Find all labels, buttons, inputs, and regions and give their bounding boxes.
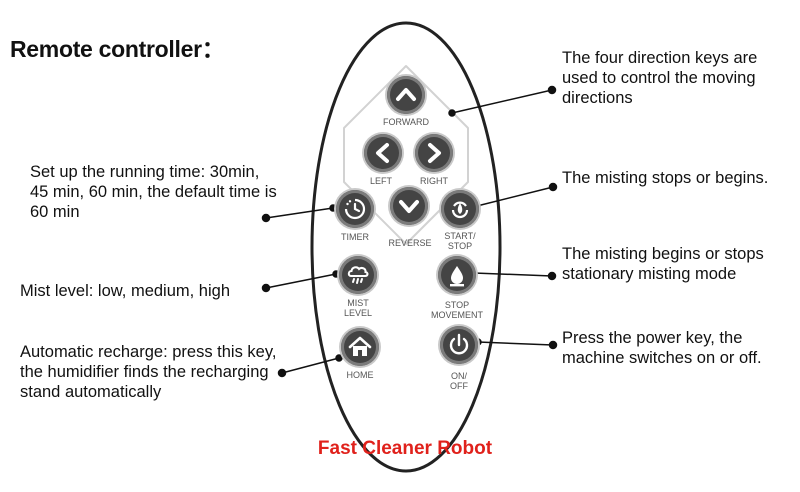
mist-level-note: Mist level: low, medium, high (20, 282, 230, 300)
power-button[interactable] (440, 326, 478, 364)
reverse-label: REVERSE (388, 238, 432, 248)
right-button[interactable] (415, 134, 453, 172)
power-label-line2: OFF (450, 381, 468, 391)
power-icon (449, 333, 469, 355)
power-note: Press the power key, the machine switche… (562, 329, 762, 367)
brand-label: Fast Cleaner Robot (317, 438, 493, 459)
leader-directions (451, 89, 553, 114)
leader-start (476, 186, 554, 207)
start-stop-label-line2: STOP (447, 241, 473, 251)
home-label: HOME (346, 370, 374, 380)
stop-movement-button[interactable] (438, 256, 476, 294)
start-stop-button[interactable] (441, 190, 479, 228)
power-label-line1: ON/ (450, 371, 467, 381)
stop-movement-note: The misting begins or stops stationary m… (562, 245, 764, 283)
right-label: RIGHT (420, 176, 448, 186)
water-drop-icon (450, 266, 464, 287)
timer-label: TIMER (341, 232, 369, 242)
mist-level-label-line1: MIST (347, 298, 369, 308)
forward-label: FORWARD (383, 117, 429, 127)
timer-note: Set up the running time: 30min, 45 min, … (30, 163, 277, 221)
start-stop-note: The misting stops or begins. (562, 169, 769, 187)
stop-movement-label-line1: STOP (444, 300, 470, 310)
power-cycle-icon (451, 201, 469, 219)
cloud-rain-icon (347, 266, 369, 284)
chevron-down-icon (399, 200, 419, 213)
page-title: Remote controller： (10, 36, 225, 62)
chevron-left-icon (376, 143, 389, 163)
leader-stop-movement (473, 272, 553, 277)
leader-home (281, 357, 340, 374)
forward-button[interactable] (387, 76, 425, 114)
home-note: Automatic recharge: press this key, the … (20, 343, 277, 401)
timer-button[interactable] (336, 190, 374, 228)
dpad-outline (343, 65, 469, 245)
left-label: LEFT (369, 176, 392, 186)
timer-icon (344, 198, 366, 220)
leader-mist-level (265, 273, 337, 289)
mist-level-button[interactable] (339, 256, 377, 294)
directions-note: The four direction keys are used to cont… (562, 49, 758, 107)
start-stop-label-line1: START/ (444, 231, 476, 241)
home-button[interactable] (341, 328, 379, 366)
mist-level-label-line2: LEVEL (343, 308, 373, 318)
leader-timer (265, 207, 334, 219)
reverse-button[interactable] (390, 187, 428, 225)
left-button[interactable] (364, 134, 402, 172)
chevron-right-icon (428, 143, 441, 163)
stop-movement-label-line2: MOVEMENT (430, 310, 483, 320)
chevron-up-icon (396, 88, 416, 101)
leader-power (477, 341, 554, 346)
home-icon (348, 336, 372, 356)
